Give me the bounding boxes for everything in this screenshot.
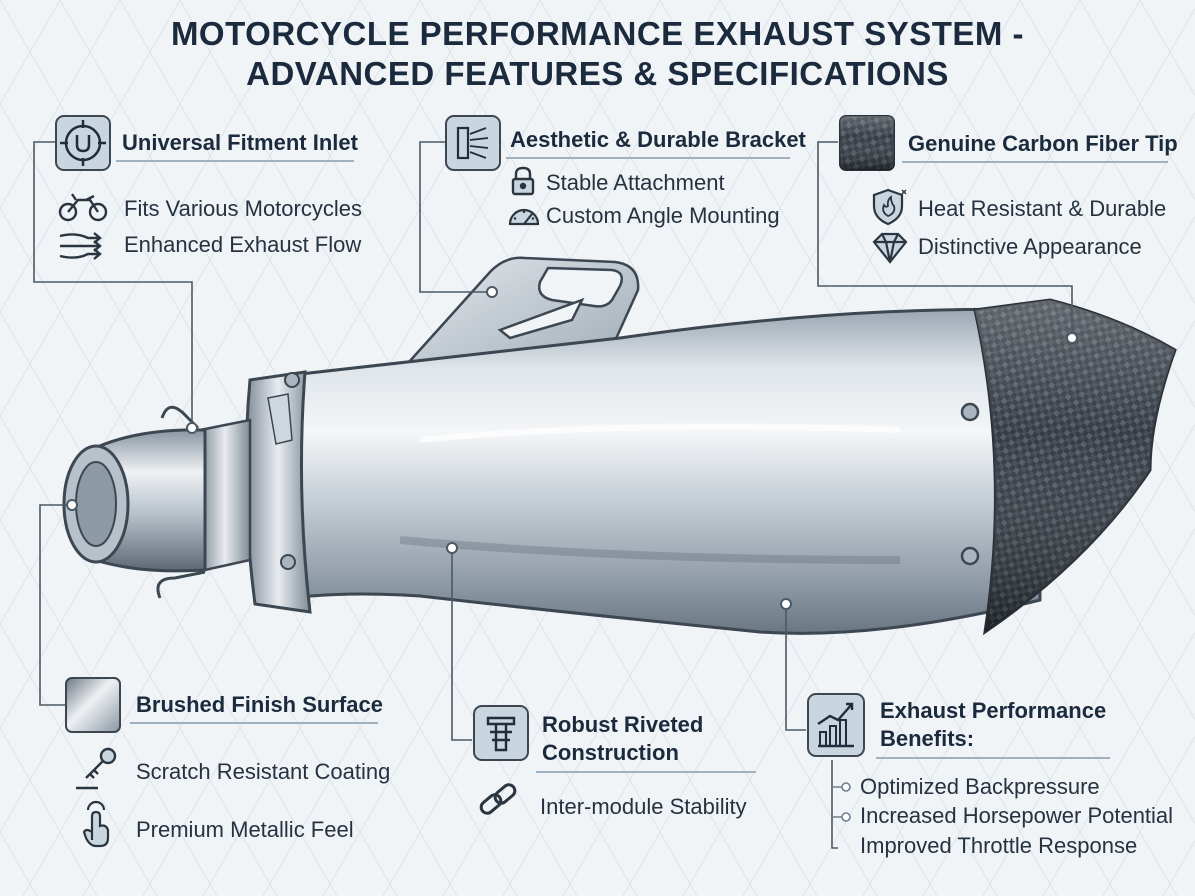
bracket-item-2: Custom Angle Mounting [546, 203, 780, 228]
brushed-swatch-icon [65, 677, 121, 733]
key-scratch-icon [76, 747, 117, 790]
touch-hand-icon [82, 800, 110, 848]
end-cap-band [244, 370, 312, 614]
target-u-icon [55, 115, 111, 171]
inlet-underline [116, 160, 354, 162]
performance-title-line-2: Benefits: [880, 726, 975, 751]
flow-arrows-icon [59, 232, 102, 260]
bracket-underline [506, 157, 790, 159]
carbon-item-1: Heat Resistant & Durable [918, 196, 1167, 221]
brushed-item-2: Premium Metallic Feel [136, 817, 354, 842]
page-title: MOTORCYCLE PERFORMANCE EXHAUST SYSTEM - … [0, 14, 1195, 94]
chain-link-icon [479, 783, 517, 815]
lock-icon [511, 166, 535, 196]
riveted-title-line-1: Robust Riveted [542, 712, 704, 737]
performance-item-3: Improved Throttle Response [860, 833, 1138, 858]
angle-gauge-icon [508, 208, 540, 226]
bracket-title: Aesthetic & Durable Bracket [510, 127, 806, 152]
motorcycle-icon [58, 193, 108, 222]
brushed-item-1: Scratch Resistant Coating [136, 759, 391, 784]
leader-dots [66, 286, 1078, 610]
inlet-item-2: Enhanced Exhaust Flow [124, 232, 362, 257]
riveted-title-line-2: Construction [542, 740, 679, 765]
muffler-body [263, 307, 1042, 635]
carbon-fiber-tip [973, 298, 1177, 636]
inlet-item-1: Fits Various Motorcycles [124, 196, 362, 221]
leader-lines [33, 141, 1073, 849]
inlet-title: Universal Fitment Inlet [122, 130, 358, 155]
performance-item-2: Increased Horsepower Potential [860, 803, 1174, 828]
carbon-underline [902, 161, 1168, 163]
riveted-item-1: Inter-module Stability [540, 794, 747, 819]
benefit-bullets [841, 782, 851, 822]
title-line-1: MOTORCYCLE PERFORMANCE EXHAUST SYSTEM - [170, 15, 1025, 52]
riveted-underline [536, 771, 756, 773]
performance-underline [876, 757, 1110, 759]
bracket-icon [445, 115, 501, 171]
flame-shield-icon [872, 188, 907, 226]
carbon-title: Genuine Carbon Fiber Tip [908, 131, 1178, 156]
bar-chart-icon [807, 693, 865, 757]
bracket-item-1: Stable Attachment [546, 170, 725, 195]
performance-item-1: Optimized Backpressure [860, 774, 1100, 799]
bullet-ticks [832, 786, 842, 818]
carbon-swatch-icon [839, 115, 895, 171]
diamond-icon [872, 232, 908, 264]
performance-title-line-1: Exhaust Performance [880, 698, 1107, 723]
carbon-item-2: Distinctive Appearance [918, 234, 1142, 259]
title-line-2: ADVANCED FEATURES & SPECIFICATIONS [246, 55, 949, 92]
brushed-title: Brushed Finish Surface [136, 692, 383, 717]
rivet-icon [473, 705, 529, 761]
brushed-underline [130, 722, 378, 724]
inlet-pipe [62, 405, 252, 599]
